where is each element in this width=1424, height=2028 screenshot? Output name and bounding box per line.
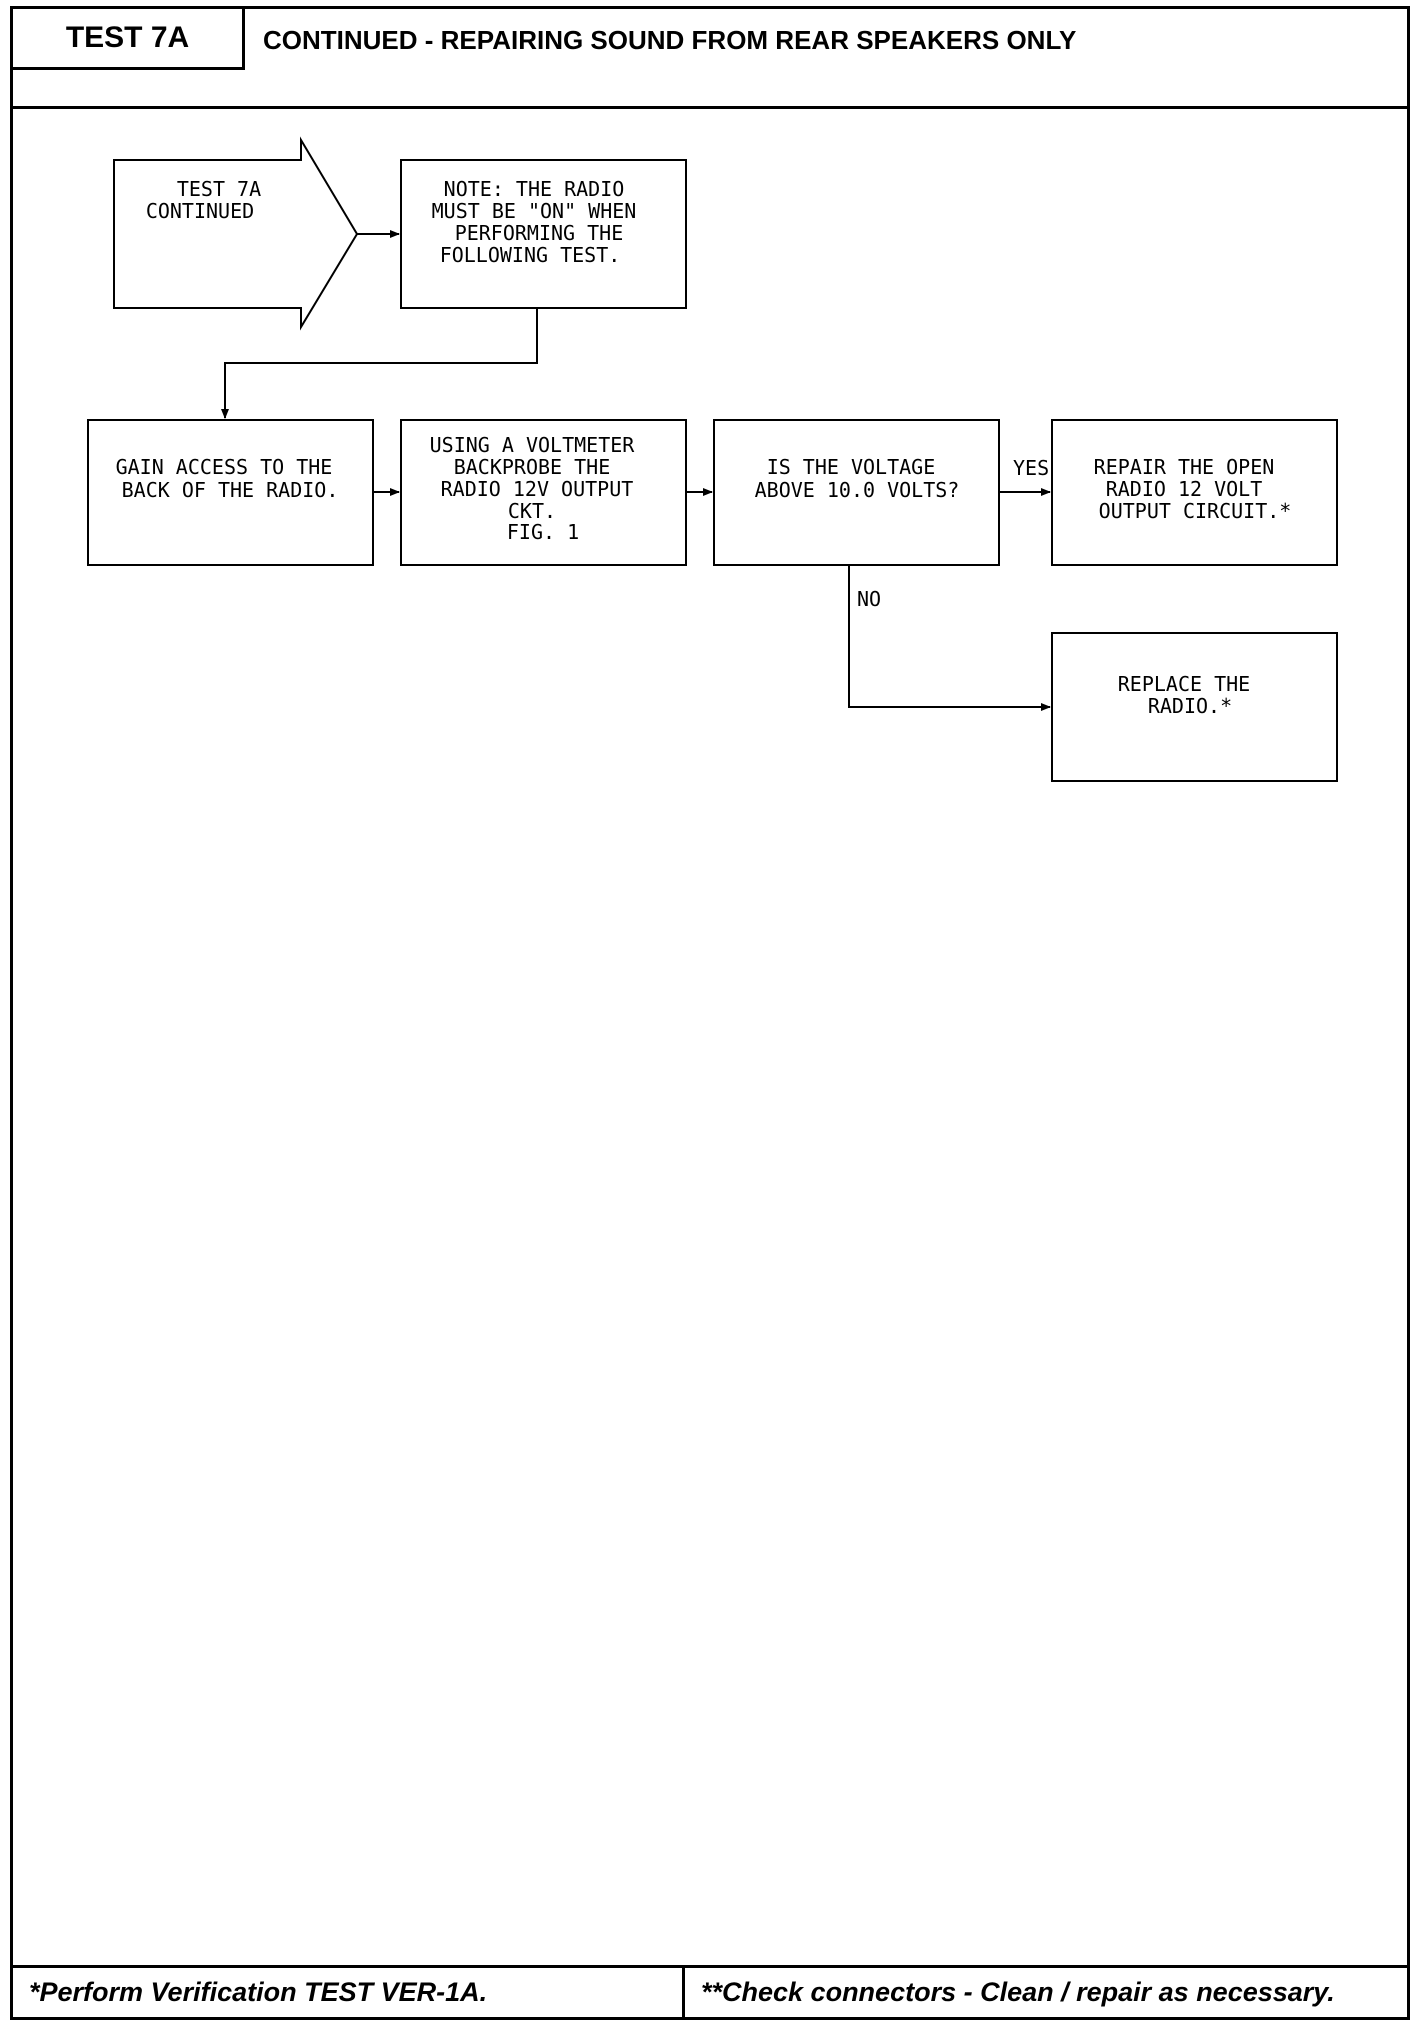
start-line-2: CONTINUED xyxy=(146,199,254,223)
yes-result-line-2: RADIO 12 VOLT xyxy=(1106,477,1263,501)
result-replace-radio-text: REPLACE THE RADIO.* xyxy=(1118,672,1263,718)
no-label: NO xyxy=(857,587,881,611)
step-backprobe-text: USING A VOLTMETER BACKPROBE THE RADIO 12… xyxy=(430,433,647,544)
page-frame: TEST 7A CONTINUED - REPAIRING SOUND FROM… xyxy=(10,6,1410,2020)
yes-result-line-3: OUTPUT CIRCUIT.* xyxy=(1099,499,1292,523)
connector-no-branch xyxy=(848,565,1051,711)
note-line-2: MUST BE "ON" WHEN xyxy=(432,199,637,223)
note-box-text: NOTE: THE RADIO MUST BE "ON" WHEN PERFOR… xyxy=(432,177,649,267)
decision-voltage: IS THE VOLTAGE ABOVE 10.0 VOLTS? xyxy=(713,419,1000,566)
result-replace-radio: REPLACE THE RADIO.* xyxy=(1051,632,1338,782)
note-line-4: FOLLOWING TEST. xyxy=(440,243,621,267)
yes-result-line-1: REPAIR THE OPEN xyxy=(1094,455,1275,479)
decision-voltage-text: IS THE VOLTAGE ABOVE 10.0 VOLTS? xyxy=(755,455,960,502)
note-line-3: PERFORMING THE xyxy=(455,221,624,245)
decision-line-2: ABOVE 10.0 VOLTS? xyxy=(755,478,960,502)
start-node-text: TEST 7A CONTINUED xyxy=(146,177,273,223)
probe-line-5: FIG. 1 xyxy=(507,520,579,544)
result-repair-circuit: REPAIR THE OPEN RADIO 12 VOLT OUTPUT CIR… xyxy=(1051,419,1338,566)
decision-line-1: IS THE VOLTAGE xyxy=(767,455,936,479)
note-box: NOTE: THE RADIO MUST BE "ON" WHEN PERFOR… xyxy=(400,159,687,309)
access-line-2: BACK OF THE RADIO. xyxy=(122,478,339,502)
header: TEST 7A CONTINUED - REPAIRING SOUND FROM… xyxy=(13,9,1407,109)
footer-connector-note: **Check connectors - Clean / repair as n… xyxy=(701,1977,1335,2007)
connector-note-to-access xyxy=(221,308,538,419)
result-repair-circuit-text: REPAIR THE OPEN RADIO 12 VOLT OUTPUT CIR… xyxy=(1094,455,1292,523)
footer-verification-note: *Perform Verification TEST VER-1A. xyxy=(13,1968,685,2017)
yes-label: YES xyxy=(1013,456,1049,480)
step-gain-access-text: GAIN ACCESS TO THE BACK OF THE RADIO. xyxy=(116,455,345,502)
test-id: TEST 7A xyxy=(13,9,245,70)
no-result-line-1: REPLACE THE xyxy=(1118,672,1250,696)
note-line-1: NOTE: THE RADIO xyxy=(444,177,625,201)
start-line-1: TEST 7A xyxy=(177,177,261,201)
step-gain-access: GAIN ACCESS TO THE BACK OF THE RADIO. xyxy=(87,419,374,566)
no-result-line-2: RADIO.* xyxy=(1148,694,1232,718)
probe-line-4: CKT. xyxy=(508,499,556,523)
start-node: TEST 7A CONTINUED xyxy=(113,136,359,331)
access-line-1: GAIN ACCESS TO THE xyxy=(116,455,333,479)
probe-line-2: BACKPROBE THE xyxy=(454,455,611,479)
footer: *Perform Verification TEST VER-1A. **Che… xyxy=(13,1965,1407,2017)
probe-line-3: RADIO 12V OUTPUT xyxy=(441,477,634,501)
step-backprobe: USING A VOLTMETER BACKPROBE THE RADIO 12… xyxy=(400,419,687,566)
page-title: CONTINUED - REPAIRING SOUND FROM REAR SP… xyxy=(263,25,1077,55)
probe-line-1: USING A VOLTMETER xyxy=(430,433,636,457)
